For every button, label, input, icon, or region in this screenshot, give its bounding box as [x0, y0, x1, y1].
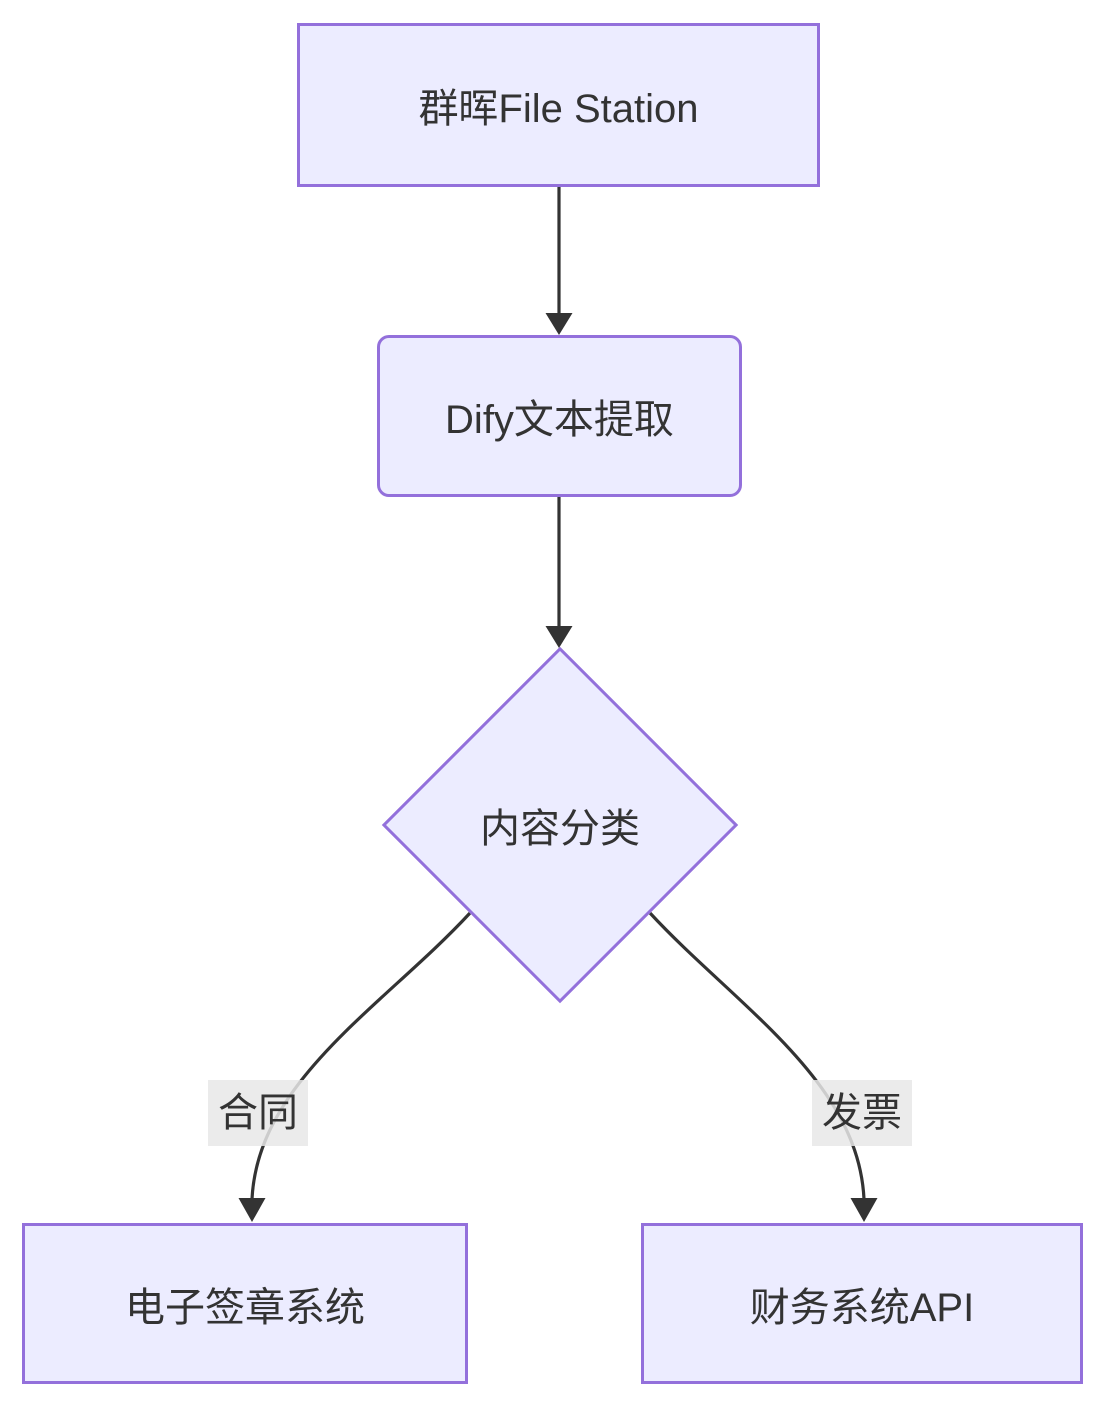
arrowhead-down-icon	[238, 1198, 266, 1222]
node-file-station-label: 群晖File Station	[418, 87, 699, 131]
edge-classify-esign	[250, 911, 472, 1200]
edge-label-invoice: 发票	[812, 1080, 912, 1146]
node-esign-system-label: 电子签章系统	[125, 1285, 365, 1330]
edge-classify-finance	[648, 911, 866, 1200]
node-finance-api-label: 财务系统API	[749, 1285, 975, 1330]
node-file-station: 群晖File Station	[297, 23, 820, 187]
node-dify-extract: Dify文本提取	[377, 335, 742, 497]
node-dify-extract-label: Dify文本提取	[445, 398, 674, 442]
node-content-classify-label: 内容分类	[480, 807, 640, 851]
arrowhead-down-icon	[545, 626, 573, 648]
node-esign-system: 电子签章系统	[22, 1223, 468, 1384]
arrowhead-down-icon	[545, 313, 573, 335]
arrowhead-down-icon	[850, 1198, 878, 1222]
node-finance-api: 财务系统API	[641, 1223, 1083, 1384]
edge-label-contract: 合同	[208, 1080, 308, 1146]
